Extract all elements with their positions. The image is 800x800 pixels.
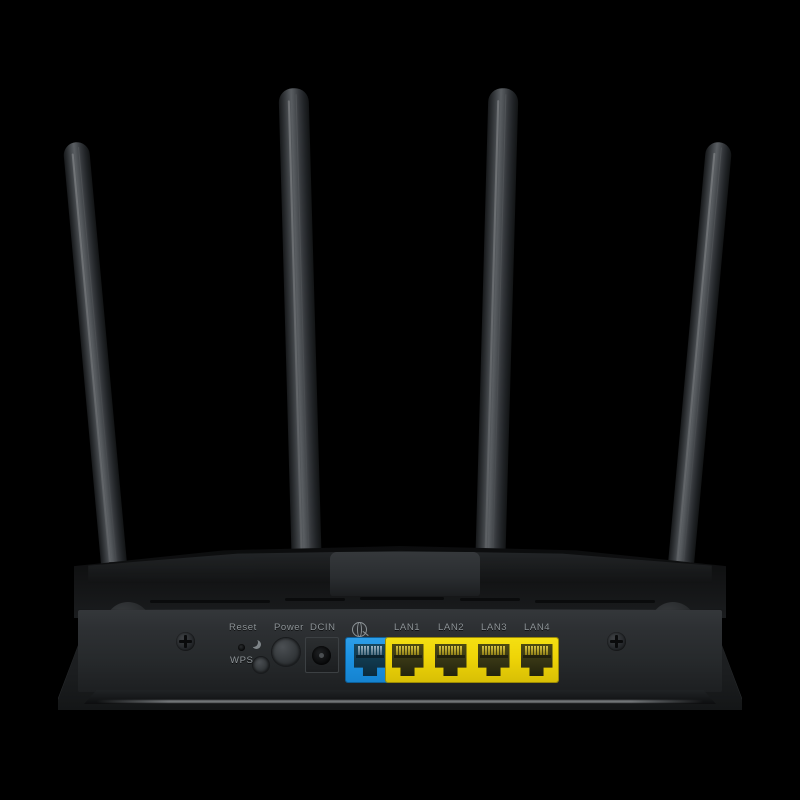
wan-jack-cavity [354, 644, 386, 676]
chassis-base-highlight [96, 700, 704, 703]
screw-left [176, 632, 195, 651]
vent-slot [150, 600, 270, 603]
router-chassis: Reset Power DCIN WPS LAN1 LAN2 LAN3 LAN4 [0, 540, 800, 710]
lan-port-4[interactable] [515, 638, 558, 682]
lan-port-3-label: LAN3 [481, 622, 508, 633]
dcin-label: DCIN [310, 622, 336, 633]
lan-port-1-label: LAN1 [394, 622, 421, 633]
moon-icon [249, 638, 258, 647]
lan-port-2-label: LAN2 [438, 622, 465, 633]
reset-label: Reset [229, 622, 257, 633]
vent-slot [535, 600, 655, 603]
power-button[interactable] [272, 638, 300, 666]
lan-port-bank [386, 638, 558, 682]
globe-icon [352, 621, 367, 637]
vent-slot [460, 598, 520, 601]
lan-port-4-label: LAN4 [524, 622, 551, 633]
reset-pinhole[interactable] [238, 644, 245, 651]
screw-right [607, 632, 626, 651]
chassis-center-ridge [330, 552, 480, 596]
vent-slot [285, 598, 345, 601]
vent-slot [360, 597, 444, 600]
dc-in-jack[interactable] [305, 637, 339, 673]
power-label: Power [274, 622, 304, 633]
lan-port-2[interactable] [429, 638, 472, 682]
lan-port-3[interactable] [472, 638, 515, 682]
lan-port-1[interactable] [386, 638, 429, 682]
wps-button[interactable] [253, 657, 269, 673]
wps-label: WPS [230, 655, 254, 666]
